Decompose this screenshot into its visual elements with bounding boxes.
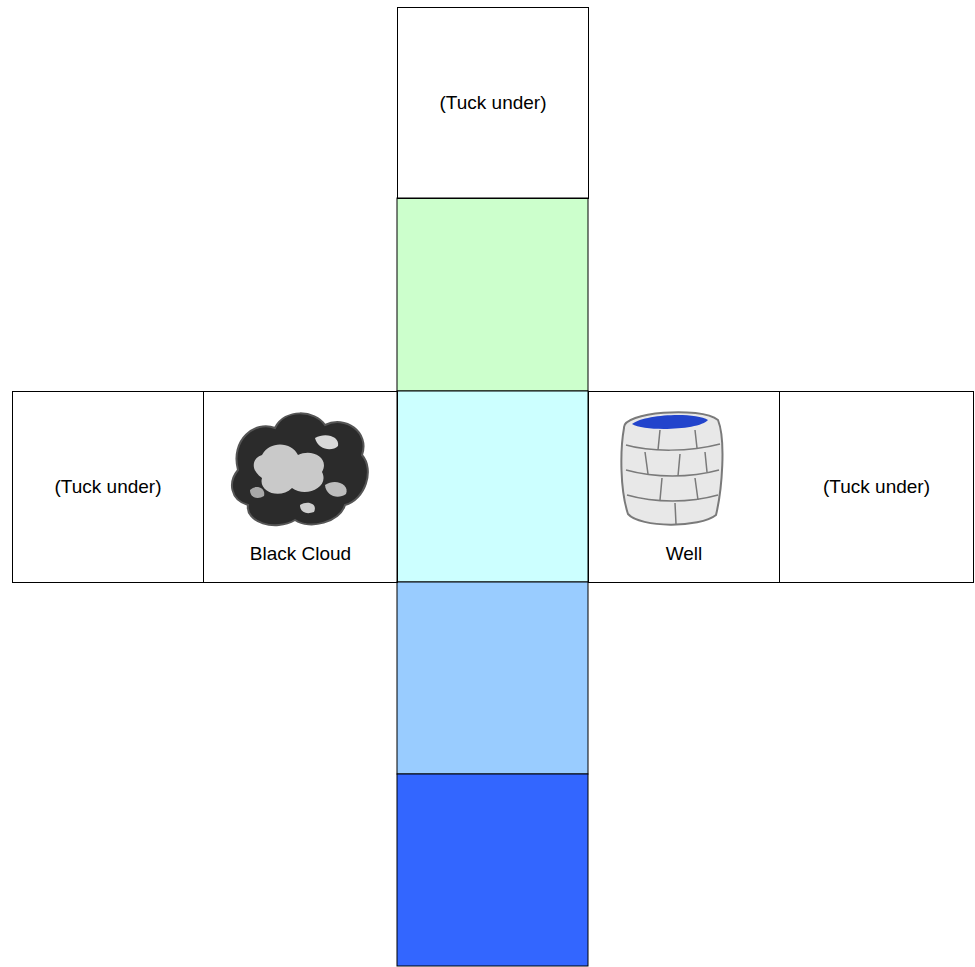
well-icon xyxy=(621,412,722,524)
green-face xyxy=(397,198,588,391)
picture-face: Well xyxy=(588,391,780,583)
black-cloud-icon xyxy=(232,413,368,525)
cyan-face xyxy=(397,391,588,582)
face-label: (Tuck under) xyxy=(55,476,162,499)
dark-blue-face xyxy=(397,774,588,966)
light-blue-face xyxy=(397,582,588,774)
picture-face: Black Cloud xyxy=(203,391,398,583)
face-label: Black Cloud xyxy=(250,543,351,566)
tuck-flap: (Tuck under) xyxy=(397,7,589,199)
face-label: Well xyxy=(666,543,703,566)
face-label: (Tuck under) xyxy=(440,92,547,115)
tuck-flap: (Tuck under) xyxy=(12,391,204,583)
face-label: (Tuck under) xyxy=(823,476,930,499)
tuck-flap: (Tuck under) xyxy=(779,391,974,583)
